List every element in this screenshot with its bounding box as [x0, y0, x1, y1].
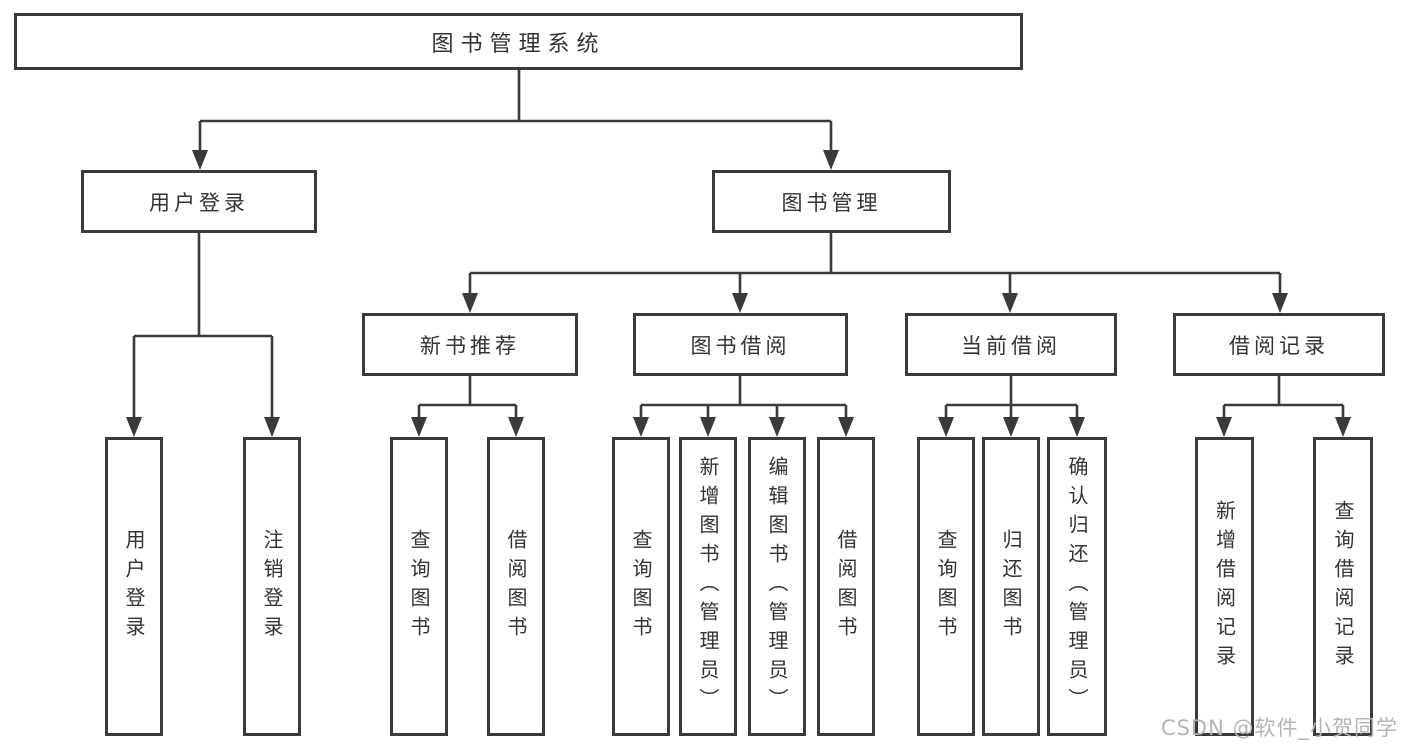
- node-label: 用户登录: [149, 190, 249, 215]
- node-book-borrowing: 图书借阅: [633, 313, 848, 376]
- arrow-down-icon: [462, 293, 478, 313]
- connector-line: [198, 70, 833, 156]
- leaf-label: 用户登录: [122, 528, 146, 645]
- arrow-down-icon: [411, 417, 427, 437]
- leaf-logout-login: 注销登录: [243, 437, 301, 736]
- arrow-down-icon: [1335, 417, 1351, 437]
- leaf-borrowing-query-books: 查询图书: [612, 437, 670, 736]
- arrow-down-icon: [633, 417, 649, 437]
- watermark: CSDN @软件_小贺同学: [1160, 716, 1398, 740]
- node-label: 当前借阅: [961, 333, 1061, 358]
- leaf-records-query-borrow-record: 查询借阅记录: [1313, 437, 1373, 736]
- leaf-label: 查询图书: [407, 528, 431, 645]
- node-label: 图书管理: [781, 190, 882, 215]
- connector-line: [132, 233, 274, 423]
- arrow-down-icon: [264, 417, 280, 437]
- arrow-down-icon: [823, 150, 839, 170]
- leaf-label: 注销登录: [260, 528, 284, 645]
- arrow-down-icon: [838, 417, 854, 437]
- arrow-down-icon: [938, 417, 954, 437]
- arrow-down-icon: [769, 417, 785, 437]
- node-library-management-system: 图书管理系统: [14, 13, 1023, 70]
- node-book-management: 图书管理: [712, 170, 951, 233]
- arrow-down-icon: [1272, 293, 1288, 313]
- leaf-label: 新增借阅记录: [1212, 499, 1237, 674]
- connector-line: [639, 376, 848, 423]
- arrow-down-icon: [1216, 417, 1232, 437]
- leaf-label: 查询借阅记录: [1331, 499, 1355, 674]
- leaf-borrowing-borrow-books: 借阅图书: [817, 437, 875, 736]
- leaf-label: 编辑图书（管理员）: [765, 456, 789, 717]
- node-user-login: 用户登录: [81, 170, 317, 233]
- leaf-label: 新增图书（管理员）: [696, 456, 720, 717]
- node-label: 借阅记录: [1229, 333, 1329, 358]
- leaf-borrowing-edit-books-admin: 编辑图书（管理员）: [748, 437, 806, 736]
- leaf-recommend-borrow-books: 借阅图书: [487, 437, 545, 736]
- node-new-book-recommendation: 新书推荐: [362, 313, 578, 376]
- leaf-borrowing-add-books-admin: 新增图书（管理员）: [679, 437, 737, 736]
- node-current-borrowing: 当前借阅: [905, 313, 1117, 376]
- leaf-current-query-books: 查询图书: [917, 437, 975, 736]
- leaf-label: 查询图书: [934, 528, 958, 645]
- arrow-down-icon: [1003, 417, 1019, 437]
- connector-line: [1222, 376, 1345, 423]
- arrow-down-icon: [1069, 417, 1085, 437]
- arrow-down-icon: [508, 417, 524, 437]
- leaf-records-add-borrow-record: 新增借阅记录: [1195, 437, 1254, 736]
- node-label: 图书管理系统: [431, 31, 606, 57]
- node-borrowing-records: 借阅记录: [1173, 313, 1385, 376]
- leaf-label: 借阅图书: [834, 528, 858, 645]
- leaf-recommend-query-books: 查询图书: [390, 437, 448, 736]
- arrow-down-icon: [192, 150, 208, 170]
- arrow-down-icon: [700, 417, 716, 437]
- connector-line: [417, 376, 518, 423]
- node-label: 图书借阅: [690, 333, 791, 358]
- connector-line: [944, 376, 1079, 423]
- leaf-label: 借阅图书: [504, 528, 528, 645]
- arrow-down-icon: [732, 293, 748, 313]
- leaf-current-return-books: 归还图书: [982, 437, 1040, 736]
- leaf-label: 查询图书: [629, 528, 653, 645]
- leaf-current-confirm-return-admin: 确认归还（管理员）: [1047, 437, 1107, 736]
- arrow-down-icon: [126, 417, 142, 437]
- arrow-down-icon: [1002, 293, 1018, 313]
- leaf-label: 确认归还（管理员）: [1065, 456, 1089, 717]
- connector-line: [468, 233, 1282, 299]
- node-label: 新书推荐: [420, 333, 520, 358]
- leaf-label: 归还图书: [999, 528, 1023, 645]
- leaf-user-login: 用户登录: [105, 437, 163, 736]
